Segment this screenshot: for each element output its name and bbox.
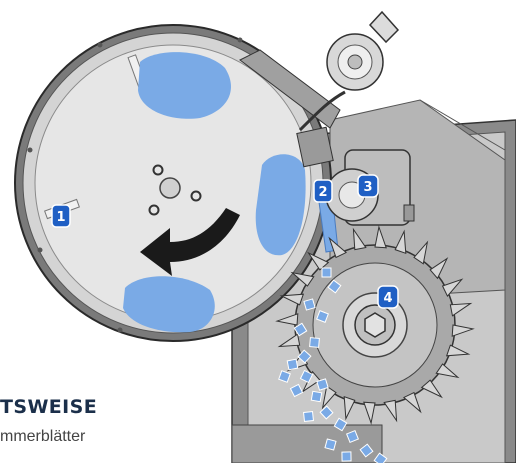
rotor-tooth (413, 240, 429, 265)
rotor-tooth (435, 363, 460, 379)
cut-piece (345, 429, 360, 444)
cut-piece (286, 358, 299, 371)
callout-4: 4 (377, 285, 399, 309)
rotation-arrow-icon (140, 208, 240, 276)
svg-text:4: 4 (383, 291, 392, 306)
rotor-tooth (343, 395, 356, 421)
cut-piece (303, 411, 314, 422)
rotor-tooth (374, 225, 387, 249)
cut-piece (319, 405, 334, 420)
cut-piece (333, 417, 348, 432)
rotor-tooth (394, 229, 407, 255)
rotor-tooth (352, 227, 367, 251)
cut-piece (309, 337, 320, 348)
cut-piece (316, 378, 329, 391)
cut-piece (341, 451, 352, 462)
rotor-tooth (383, 399, 398, 423)
rotor-tooth (277, 333, 301, 348)
drum (14, 24, 332, 342)
svg-text:3: 3 (363, 180, 372, 195)
rotor-tooth (321, 385, 337, 410)
svg-text:2: 2 (318, 185, 327, 200)
rotor-tooth (429, 257, 449, 280)
callout-3: 3 (357, 174, 379, 198)
cut-piece (321, 267, 332, 278)
cut-piece (297, 349, 312, 364)
star-knob-icon (326, 10, 400, 91)
svg-text:1: 1 (56, 210, 65, 225)
cut-piece (310, 390, 323, 403)
rotor-tooth (420, 379, 443, 399)
rotor-tooth (449, 302, 473, 317)
cut-piece (293, 322, 308, 337)
cut-piece (303, 298, 316, 311)
caption-text: mmerblätter (0, 428, 86, 445)
rotor-teeth (275, 225, 475, 425)
product-material (123, 52, 339, 333)
rotor-tooth (307, 251, 330, 271)
cut-piece (359, 443, 374, 458)
caption-title: TSWEISE (0, 396, 98, 418)
rotor-tooth (275, 313, 299, 326)
rotor-tooth (451, 324, 475, 337)
rotor-tooth (445, 344, 471, 357)
top-arm (239, 49, 346, 168)
callout-2: 2 (313, 179, 333, 203)
rotor-tooth (328, 236, 348, 259)
cut-piece (327, 279, 342, 294)
rotor-tooth (441, 278, 464, 298)
callout-1: 1 (51, 204, 71, 228)
cut-pieces (278, 267, 388, 463)
rotor-tooth (279, 293, 305, 306)
cut-piece (289, 383, 304, 398)
rotor-tooth (290, 271, 315, 287)
cut-piece (278, 370, 291, 383)
rotor-tooth (402, 391, 422, 414)
rotor-tooth (363, 401, 376, 425)
cut-piece (324, 438, 337, 451)
cut-piece (299, 369, 314, 384)
cut-piece (316, 310, 329, 323)
